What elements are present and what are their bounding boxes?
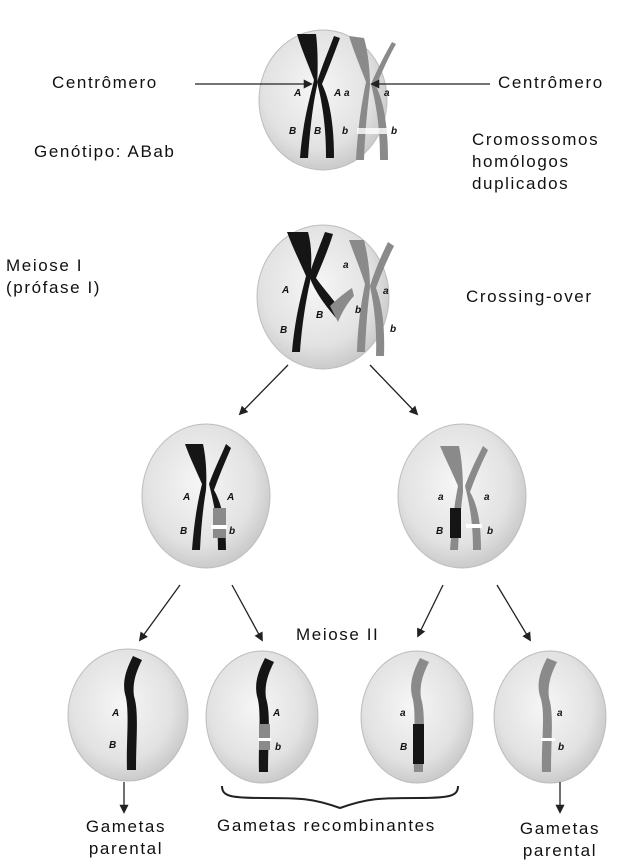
allele-B-label: B — [289, 126, 296, 137]
cell-daughter-right: a a B b — [398, 424, 526, 568]
allele-a-label: a — [343, 260, 349, 271]
allele-b-label: b — [390, 324, 396, 335]
allele-A-label: A — [272, 708, 280, 719]
arrow-to-left-daughter — [240, 365, 288, 414]
allele-a-label: a — [384, 88, 390, 99]
allele-b-label: b — [487, 526, 493, 537]
allele-A-label: A — [226, 492, 234, 503]
recombinant-gametes-label: Gametas recombinantes — [217, 815, 436, 837]
gamete-Ab-recombinant: A b — [206, 651, 318, 783]
allele-A-label: A — [111, 708, 119, 719]
cell-daughter-left: A A B b — [142, 424, 270, 568]
gamete-AB-parental: A B — [68, 649, 188, 781]
parental-gametes-left-line2: parental — [64, 838, 188, 860]
allele-B-label: B — [280, 325, 287, 336]
allele-a-label: a — [484, 492, 490, 503]
cell-homologs: A A a a B B b b — [259, 30, 397, 170]
arrow-to-gamete-4 — [497, 585, 530, 640]
parental-gametes-right-line2: parental — [498, 840, 622, 862]
allele-B-label: B — [180, 526, 187, 537]
allele-B-label: B — [436, 526, 443, 537]
allele-a-label: a — [400, 708, 406, 719]
arrow-to-gamete-3 — [418, 585, 443, 636]
arrow-to-gamete-1 — [140, 585, 180, 640]
parental-gametes-right-line1: Gametas — [498, 818, 622, 840]
genotype-label: Genótipo: ABab — [34, 141, 176, 163]
gamete-aB-recombinant: a B — [361, 651, 473, 783]
centromere-label-left: Centrômero — [52, 72, 158, 94]
arrow-to-gamete-2 — [232, 585, 262, 640]
allele-b-label: b — [355, 305, 361, 316]
crossing-over-label: Crossing-over — [466, 286, 593, 308]
allele-A-label: A — [281, 285, 289, 296]
allele-A-label: A — [182, 492, 190, 503]
allele-a-label: a — [557, 708, 563, 719]
allele-A-label: A — [293, 88, 301, 99]
recombinant-brace — [222, 786, 458, 808]
homologs-label-line1: Cromossomos — [472, 129, 599, 151]
gamete-ab-parental: a b — [494, 651, 606, 783]
meiosis1-label-line1: Meiose I — [6, 255, 83, 277]
allele-B-label: B — [314, 126, 321, 137]
meiosis1-label-line2: (prófase I) — [6, 277, 101, 299]
allele-a-label: a — [344, 88, 350, 99]
allele-B-label: B — [316, 310, 323, 321]
allele-b-label: b — [558, 742, 564, 753]
allele-b-label: b — [229, 526, 235, 537]
meiosis2-label: Meiose II — [296, 624, 379, 646]
allele-B-label: B — [400, 742, 407, 753]
allele-B-label: B — [109, 740, 116, 751]
allele-a-label: a — [383, 286, 389, 297]
homologs-label-line3: duplicados — [472, 173, 569, 195]
allele-A-label: A — [333, 88, 341, 99]
cell-crossing-over: A a a B B b b — [257, 225, 396, 369]
homologs-label-line2: homólogos — [472, 151, 570, 173]
centromere-label-right: Centrômero — [498, 72, 604, 94]
arrow-to-right-daughter — [370, 365, 417, 414]
allele-a-label: a — [438, 492, 444, 503]
allele-b-label: b — [391, 126, 397, 137]
allele-b-label: b — [275, 742, 281, 753]
parental-gametes-left-line1: Gametas — [64, 816, 188, 838]
allele-b-label: b — [342, 126, 348, 137]
